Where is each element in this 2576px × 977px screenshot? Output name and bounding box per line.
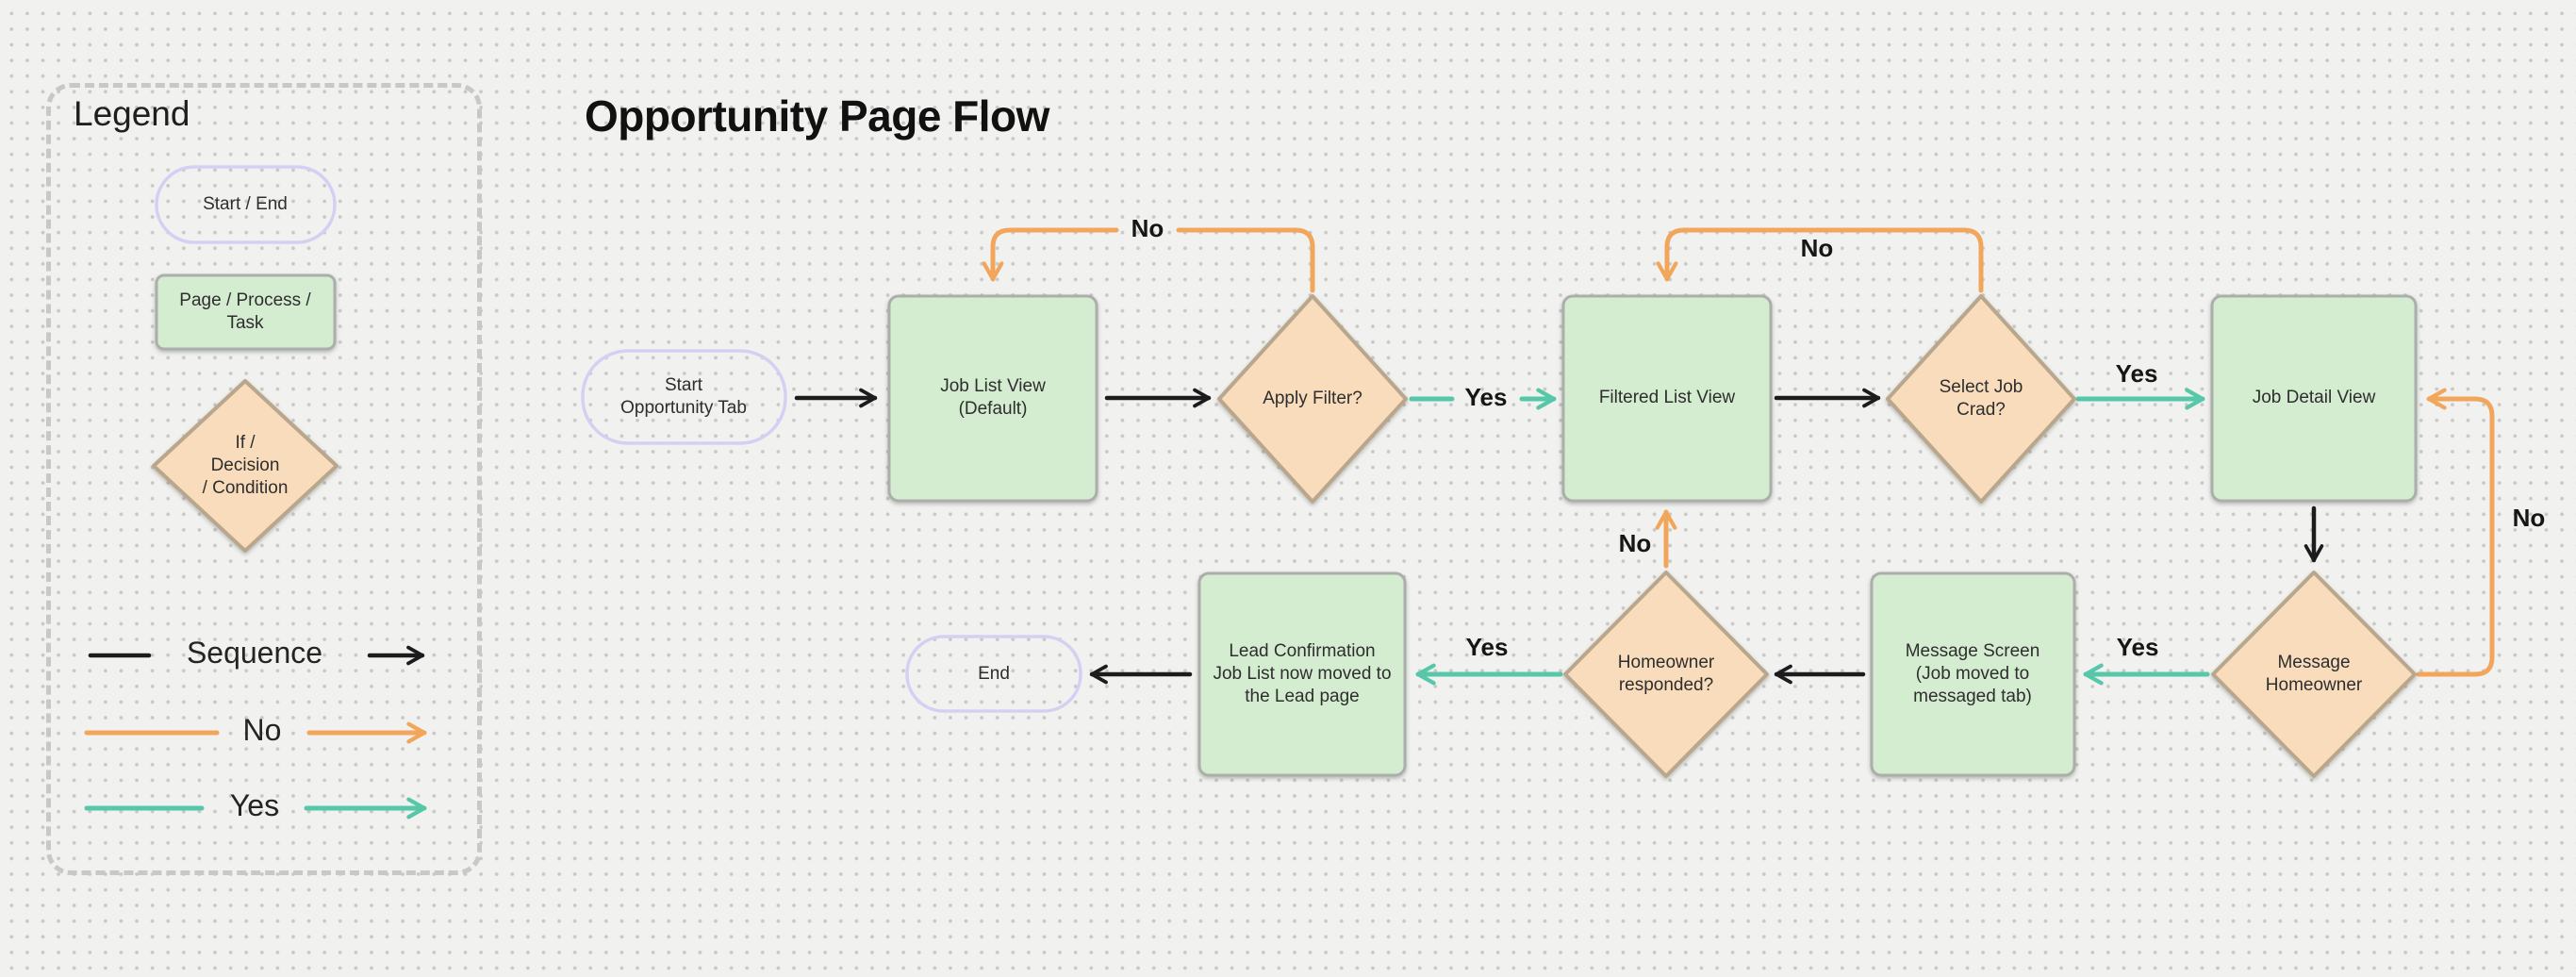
edge-label-applyfilter-no: No xyxy=(1131,214,1164,242)
legend-heading: Legend xyxy=(74,94,190,133)
edge-applyfilter-no-segment-a[interactable] xyxy=(1176,227,1315,293)
node-joblist-label: Job List View (Default) xyxy=(899,375,1087,421)
edge-applyfilter-no-segment-b[interactable] xyxy=(982,227,1119,282)
node-jobdetail-shape[interactable] xyxy=(2210,294,2418,503)
node-applyfilter-shape[interactable] xyxy=(1217,294,1408,504)
label-line: Homeowner xyxy=(2265,675,2363,695)
node-leadconfirmation-shape[interactable] xyxy=(1197,571,1407,777)
edge-label-selectjob-yes: Yes xyxy=(2115,359,2158,388)
node-start-shape[interactable] xyxy=(581,349,787,445)
node-selectjob-shape[interactable] xyxy=(1886,294,2076,504)
label-line: responded? xyxy=(1618,675,1714,695)
legend-process-label: Page / Process / Task xyxy=(151,290,339,335)
label-line: Homeowner xyxy=(1617,653,1715,672)
label-line: Decision xyxy=(210,455,280,475)
node-applyfilter-label: Apply Filter? xyxy=(1218,388,1407,410)
label-line: Lead Confirmation xyxy=(1229,641,1376,661)
label-line: messaged tab) xyxy=(1913,687,2032,706)
label-line: Task xyxy=(226,313,264,333)
label-line: Filtered List View xyxy=(1598,388,1736,407)
node-leadconfirmation-label: Lead Confirmation Job List now moved to … xyxy=(1203,640,1401,708)
legend-terminal-label: Start / End xyxy=(151,193,339,216)
node-messagescreen-label: Message Screen (Job moved to messaged ta… xyxy=(1878,640,2067,708)
label-line: Page / Process / xyxy=(179,290,311,310)
label-line: End xyxy=(978,664,1010,684)
legend-decision-shape[interactable] xyxy=(152,379,339,553)
node-filteredlist-label: Filtered List View xyxy=(1573,387,1761,409)
label-line: (Default) xyxy=(958,399,1028,419)
node-jobdetail-label: Job Detail View xyxy=(2220,387,2408,409)
node-messagescreen-shape[interactable] xyxy=(1870,571,2076,777)
edge-label-messagehomeowner-yes: Yes xyxy=(2116,633,2159,661)
label-line: If / xyxy=(235,433,256,453)
label-line: Apply Filter? xyxy=(1263,389,1362,408)
edge-label-homeownerresponded-no: No xyxy=(1618,529,1652,557)
legend-panel[interactable] xyxy=(46,83,482,875)
label-line: Start xyxy=(664,375,703,395)
node-end-label: End xyxy=(900,663,1088,686)
legend-no-label: No xyxy=(242,713,282,747)
node-homeownerresponded-shape[interactable] xyxy=(1563,571,1769,778)
edge-messagehomeowner-no[interactable] xyxy=(2416,388,2495,677)
node-filteredlist-shape[interactable] xyxy=(1561,294,1773,503)
node-messagehomeowner-shape[interactable] xyxy=(2211,571,2417,778)
label-line: Job List now moved to xyxy=(1213,664,1392,684)
node-selectjob-label: Select Job Crad? xyxy=(1887,376,2075,422)
label-line: Job Detail View xyxy=(2252,388,2376,407)
node-messagehomeowner-label: Message Homeowner xyxy=(2220,652,2408,697)
label-line: Crad? xyxy=(1957,400,2006,420)
edge-label-homeownerresponded-yes: Yes xyxy=(1465,633,1509,661)
label-line: Message Screen xyxy=(1905,641,2040,661)
node-end-shape[interactable] xyxy=(905,635,1082,713)
label-line: / Condition xyxy=(202,478,289,498)
label-line: Job List View xyxy=(940,376,1046,396)
legend-process-shape[interactable] xyxy=(155,273,337,351)
label-line: Select Job xyxy=(1939,377,2023,397)
label-line: Start / End xyxy=(203,194,288,214)
legend-yes-label: Yes xyxy=(229,788,280,822)
legend-decision-label: If / Decision / Condition xyxy=(174,432,316,500)
node-start-label: Start Opportunity Tab xyxy=(589,374,778,420)
legend-sequence-label: Sequence xyxy=(186,636,323,670)
label-line: Opportunity Tab xyxy=(620,398,747,418)
edge-label-selectjob-no: No xyxy=(1800,234,1834,262)
page-title: Opportunity Page Flow xyxy=(585,91,1049,141)
edge-label-applyfilter-yes: Yes xyxy=(1464,383,1508,411)
legend-terminal-shape[interactable] xyxy=(155,165,337,244)
label-line: Message xyxy=(2277,653,2351,672)
edge-label-messagehomeowner-no: No xyxy=(2512,504,2546,532)
node-joblist-shape[interactable] xyxy=(887,294,1098,503)
node-homeownerresponded-label: Homeowner responded? xyxy=(1572,652,1760,697)
label-line: the Lead page xyxy=(1245,687,1360,706)
edge-selectjob-no[interactable] xyxy=(1656,227,1984,293)
label-line: (Job moved to xyxy=(1915,664,2030,684)
